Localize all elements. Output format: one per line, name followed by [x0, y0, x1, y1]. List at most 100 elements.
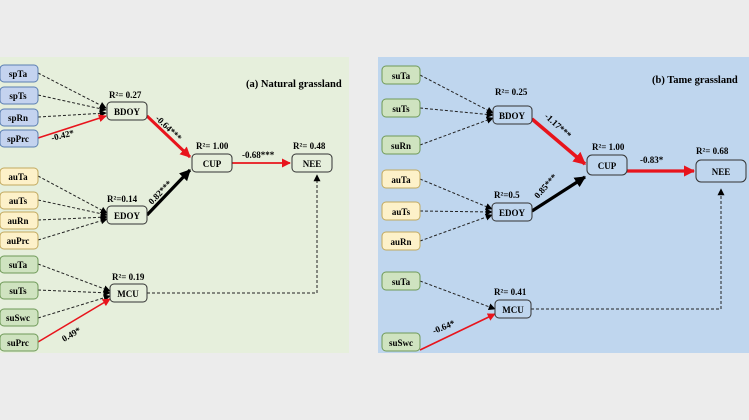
- node-cup-label: CUP: [203, 159, 222, 169]
- node-auTs: [0, 191, 39, 210]
- diagram-natural-grassland: (a) Natural grassland spTa spTs spRn spP…: [0, 64, 342, 352]
- panel-natural-grassland: (a) Natural grassland spTa spTs spRn spP…: [0, 57, 349, 353]
- r2-nee: R²= 0.68: [696, 146, 729, 156]
- node-bdoy-label: BDOY: [114, 107, 141, 117]
- node-suTs-label: suTs: [9, 286, 27, 296]
- node-spRn: [0, 108, 39, 127]
- panel-b-title: (b) Tame grassland: [652, 75, 738, 86]
- node-suPrc: [0, 333, 39, 352]
- edge-spRn-bdoy: [37, 109, 107, 118]
- node-cup-label: CUP: [598, 161, 617, 171]
- panel-tame-grassland: (b) Tame grassland suTa suTs suRn auTa a…: [378, 57, 749, 353]
- node-mcu-label: MCU: [117, 289, 139, 299]
- node-suTa-1: [381, 65, 421, 85]
- node-edoy: [106, 205, 148, 225]
- node-suTa: [0, 255, 39, 274]
- node-auTs-label: auTs: [392, 207, 411, 217]
- r2-edoy: R²=0.14: [107, 194, 138, 204]
- node-suTs: [0, 281, 39, 300]
- edge-auTs-edoy: [419, 208, 493, 216]
- node-auRn: [381, 231, 421, 251]
- coef-bdoy-cup: -1.17***: [543, 111, 574, 140]
- node-spPrc: [0, 129, 39, 148]
- edge-bdoy-cup: [530, 117, 587, 166]
- node-bdoy: [106, 101, 148, 121]
- node-auTa: [0, 167, 39, 186]
- node-edoy-label: EDOY: [499, 208, 526, 218]
- coef-cup-nee: -0.83*: [640, 155, 664, 165]
- r2-mcu: R²= 0.19: [112, 272, 145, 282]
- diagram-tame-grassland: (b) Tame grassland suTa suTs suRn auTa a…: [381, 65, 747, 352]
- node-cup: [191, 153, 233, 173]
- edge-auRn-edoy: [37, 213, 108, 221]
- node-suTs-label: suTs: [392, 104, 410, 114]
- node-auTa: [381, 169, 421, 189]
- edge-auTs-edoy: [37, 199, 108, 218]
- r2-cup: R²= 1.00: [592, 142, 625, 152]
- node-suSwc: [381, 332, 421, 352]
- coef-spPrc-bdoy: -0.42*: [50, 127, 75, 142]
- node-mcu-label: MCU: [502, 305, 524, 315]
- node-suSwc-label: suSwc: [389, 338, 413, 348]
- node-edoy: [491, 202, 533, 222]
- node-spTs: [0, 86, 39, 105]
- r2-edoy: R²=0.5: [494, 190, 520, 200]
- node-suTa-1-label: suTa: [392, 71, 411, 81]
- node-suTa-2: [381, 271, 421, 291]
- edge-auTa-edoy: [419, 178, 493, 210]
- r2-bdoy: R²= 0.25: [495, 87, 528, 97]
- node-spTa-label: spTa: [9, 69, 28, 79]
- node-suRn-label: suRn: [391, 141, 411, 151]
- node-suPrc-label: suPrc: [7, 338, 29, 348]
- edge-auTa-edoy: [37, 175, 108, 214]
- node-nee-label: NEE: [303, 159, 322, 169]
- node-suSwc: [0, 308, 39, 327]
- node-nee: [291, 153, 333, 173]
- node-spTs-label: spTs: [9, 91, 27, 101]
- node-auPrc-label: auPrc: [7, 236, 30, 246]
- node-auPrc: [0, 231, 39, 250]
- node-auRn-label: auRn: [7, 216, 28, 226]
- node-spRn-label: spRn: [8, 113, 28, 123]
- edge-suPrc-mcu: [37, 298, 111, 343]
- r2-nee: R²= 0.48: [293, 141, 326, 151]
- edge-suSwc-mcu: [419, 313, 496, 351]
- node-spPrc-label: spPrc: [7, 134, 29, 144]
- node-cup: [586, 154, 628, 176]
- node-mcu: [494, 299, 532, 319]
- edge-suRn-bdoy: [419, 116, 494, 146]
- panel-a-title: (a) Natural grassland: [246, 79, 342, 90]
- node-suSwc-label: suSwc: [6, 313, 30, 323]
- edge-mcu-nee: [531, 188, 725, 310]
- node-spTa: [0, 64, 39, 83]
- r2-bdoy: R²= 0.27: [109, 90, 142, 100]
- edge-spPrc-bdoy: [37, 114, 107, 139]
- node-bdoy: [492, 105, 533, 125]
- node-suTa-2-label: suTa: [392, 277, 411, 287]
- edge-edoy-cup: [531, 175, 586, 213]
- node-edoy-label: EDOY: [114, 211, 141, 221]
- edge-suTa-mcu: [37, 263, 111, 293]
- r2-mcu: R²= 0.41: [494, 287, 527, 297]
- coef-cup-nee: -0.68***: [242, 150, 275, 160]
- node-auTs-label: auTs: [9, 196, 28, 206]
- edge-spTs-bdoy: [37, 94, 107, 113]
- edge-suSwc-mcu: [37, 294, 111, 319]
- edge-suTa-bdoy: [419, 74, 494, 114]
- node-auTs: [381, 201, 421, 221]
- node-suRn: [381, 135, 421, 155]
- node-nee-label: NEE: [712, 167, 731, 177]
- edge-mcu-nee: [147, 174, 321, 294]
- edge-suTa-mcu: [419, 280, 496, 311]
- edge-edoy-cup: [145, 168, 192, 217]
- edge-auPrc-edoy: [37, 217, 108, 241]
- edge-suTs-bdoy: [419, 107, 494, 118]
- node-suTs: [381, 98, 421, 118]
- r2-cup: R²= 1.00: [196, 141, 229, 151]
- node-auRn: [0, 211, 39, 230]
- edge-auRn-edoy: [419, 213, 493, 242]
- edge-bdoy-cup: [145, 114, 192, 159]
- node-auTa-label: auTa: [8, 172, 28, 182]
- node-auRn-label: auRn: [390, 237, 411, 247]
- node-bdoy-label: BDOY: [499, 111, 526, 121]
